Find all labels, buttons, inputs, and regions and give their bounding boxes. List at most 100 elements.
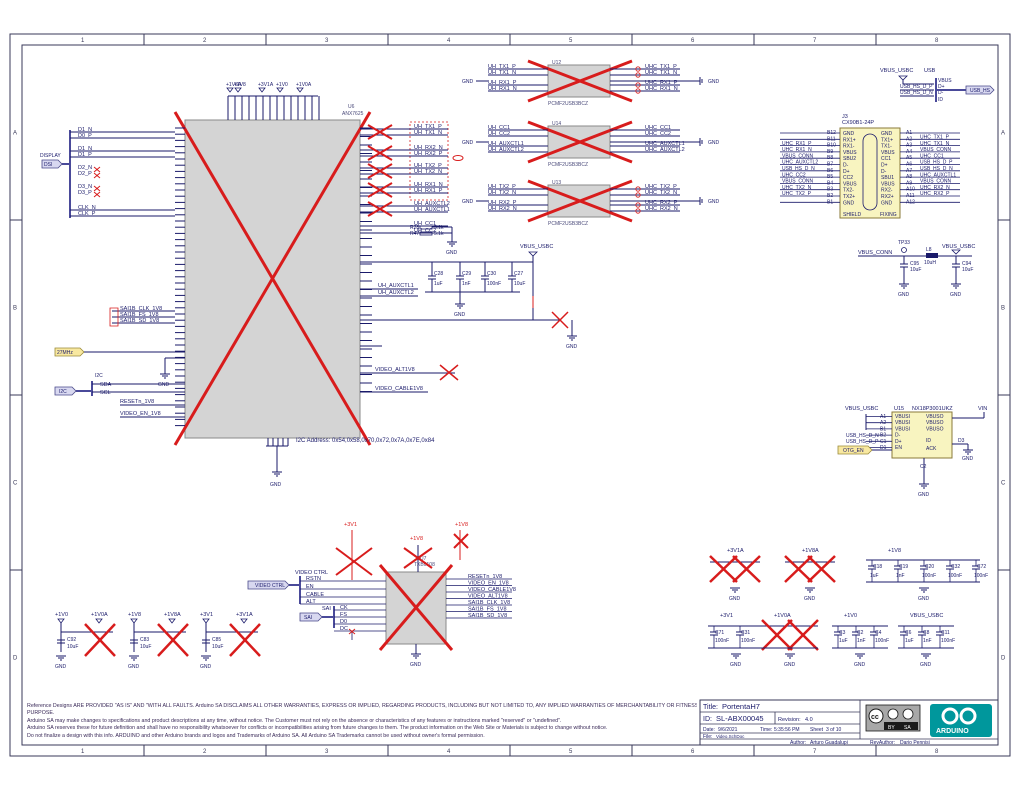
u15-inner-left: D+ [895, 439, 902, 445]
cap-ref: C32 [951, 564, 960, 570]
cap-value: 1nF [857, 638, 866, 644]
j3-inner-left: GND [843, 131, 855, 137]
svg-text:USB_HS_D_P: USB_HS_D_P [846, 439, 879, 445]
dsi-net-label: D2_N [78, 165, 92, 171]
cap-value: 10uF [140, 644, 151, 650]
video-ctrl-right-net: SAI1B_SD_1V8 [468, 613, 507, 619]
hs-net-label: UH_RX1_P [414, 188, 443, 194]
j3-inner-left: D- [843, 163, 849, 169]
svg-text:C95: C95 [910, 261, 919, 267]
gnd-label: GND [804, 596, 816, 602]
cap-ref: C6 [905, 630, 912, 636]
otg-en-port[interactable] [837, 445, 873, 455]
cap-ref: C85 [212, 637, 221, 643]
esd-right-net: UHC_TX1_P [645, 64, 677, 70]
cap-value: 100nF [948, 573, 962, 579]
video-ctrl-right-net: SAI1B_FS_1V8 [468, 607, 507, 613]
anx-pin-stubs-top [227, 96, 320, 120]
svg-text:GND: GND [950, 292, 962, 298]
svg-text:ARDUINO: ARDUINO [936, 728, 969, 735]
bottom-left-decoupling: +1V0+1V0AC9210uFGND+1V8+1V8AC8310uFGND+3… [55, 612, 261, 670]
j3-net-right: UHC_RX2_P [920, 191, 950, 197]
esd-left-net: UH_TX1_N [488, 70, 516, 76]
esd-part: PCMF2USB3BCZ [548, 162, 588, 168]
frame-row-label: A [1001, 131, 1005, 137]
j3-inner-right: VBUS [881, 181, 895, 187]
video-ctrl-block: U7 TXB0108 +3V1 +1V8 +1V8 VIDEO CTRL VID… [247, 522, 516, 668]
video-ctrl-right-net: VIDEO_EN_1V8 [468, 581, 509, 587]
bottom-right-decoupling: +3V1AGND+1V8AGND+1V8C181uFC191nFC20100nF… [708, 548, 988, 668]
clk-27mhz-port[interactable] [54, 347, 85, 357]
disclaimer-notes: Reference Designs ARE PROVIDED "AS IS" A… [27, 703, 697, 740]
disclaimer-line: Do not finalize a design with this info.… [27, 732, 485, 739]
svg-text:Dario Pennisi: Dario Pennisi [900, 740, 930, 746]
u15-inner-right: ACK [926, 446, 937, 452]
frame-row-label: D [1001, 656, 1006, 662]
anx-rail-label: +3V1A [258, 82, 274, 88]
dsi-net-label: D1_N [78, 127, 92, 133]
svg-text:10uH: 10uH [924, 260, 936, 266]
u15-pin-left: A2 [880, 420, 886, 426]
gnd-label: GND [918, 596, 930, 602]
cc-by-icon [887, 708, 899, 720]
esd-left-net: UH_AUXCTL1 [488, 141, 524, 147]
gnd-label: GND [55, 664, 67, 670]
r47-val: 5.1k [434, 231, 444, 237]
j3-net-left: UHC_TX2_P [782, 191, 812, 197]
svg-text:3 of 10: 3 of 10 [826, 727, 842, 733]
esd-left-net: UH_CC1 [488, 125, 510, 131]
arduino-infinity-right-icon [959, 707, 977, 725]
vbus-usbc-mid: VBUS_USBC [520, 244, 553, 250]
svg-text:Author:: Author: [790, 740, 806, 746]
j3-inner-right: TX1+ [881, 137, 893, 143]
anx-ref: U6 [348, 104, 355, 110]
j3-net-right: UHC_TX1_N [920, 141, 950, 147]
anx-gnd-label: GND [270, 482, 282, 488]
aux2-mid: UH_AUXCTL2 [378, 290, 414, 296]
cap-ref: C2 [857, 630, 864, 636]
video-ctrl-net: EN [306, 584, 314, 590]
disclaimer-line: PURPOSE. [27, 710, 55, 717]
u15-inner-right: VBUSO [926, 420, 944, 426]
cap-ref: C29 [462, 271, 471, 277]
cap-value: 1nF [462, 281, 471, 287]
video-ctrl-port-label: VIDEO CTRL [255, 583, 285, 589]
j3-net-right: USB_HS_D_N [920, 166, 953, 172]
svg-text:GND: GND [566, 344, 578, 350]
cap-value: 1uF [839, 638, 848, 644]
frame-col-label: 8 [935, 38, 939, 44]
frame-col-label: 1 [81, 38, 85, 44]
svg-text:SA: SA [904, 725, 911, 731]
rail-label: +1V8 [128, 612, 141, 618]
u15-inner-left: EN [895, 445, 902, 451]
j3-inner-left: SBU2 [843, 156, 856, 162]
cap-value: 100nF [941, 638, 955, 644]
dsi-net-label: D1_N [78, 146, 92, 152]
cap-ref: C19 [899, 564, 908, 570]
cap-ref: C31 [741, 630, 750, 636]
esd-gnd: GND [708, 199, 720, 205]
r47-ref: R47 [410, 231, 419, 237]
esd-gnd: GND [462, 199, 474, 205]
esd-left-net: UH_CC2 [488, 131, 510, 137]
clk-27mhz-label: 27MHz [57, 350, 73, 356]
esd-chip: U13PCMF2USB3BCZUH_TX2_PUH_TX2_NUH_RX2_PU… [462, 179, 720, 227]
svg-text:ID: ID [938, 97, 943, 103]
hs-net-label: UH_TX2_P [414, 163, 442, 169]
u15-pin-left: A1 [880, 414, 886, 420]
cap-ref: C27 [514, 271, 523, 277]
hs-net-label: UH_RX2_N [414, 145, 443, 151]
esd-left-net: UH_RX2_N [488, 206, 517, 212]
dsi-port[interactable] [41, 159, 63, 169]
video-ctrl-port[interactable] [247, 580, 290, 590]
usb-hs-port[interactable] [965, 85, 995, 95]
svg-text:TP33: TP33 [898, 240, 910, 246]
u15-inner-right: VBUSO [926, 426, 944, 432]
sai-port[interactable] [299, 612, 323, 622]
i2c-port[interactable] [54, 386, 77, 396]
